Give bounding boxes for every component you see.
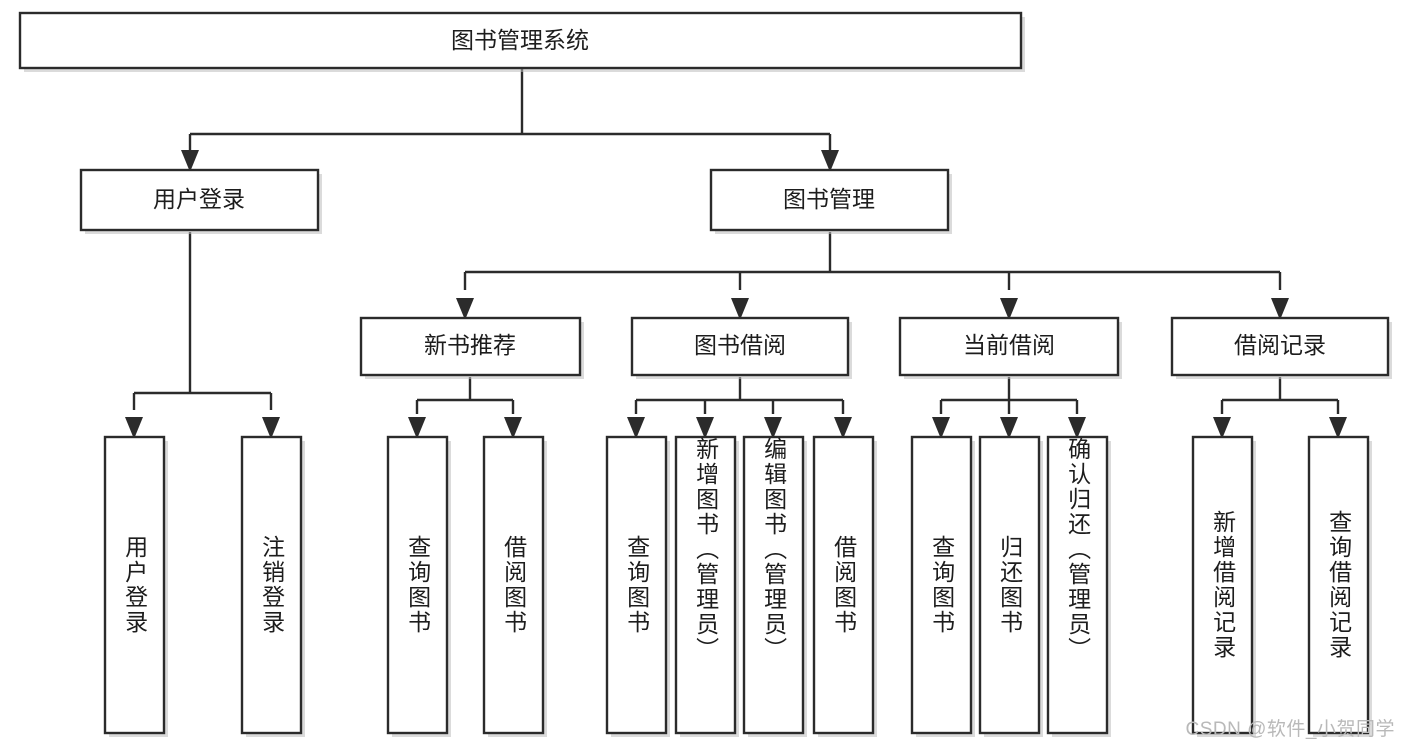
edges-layer	[132, 68, 1340, 414]
arrow-to-leaf-edit-book	[764, 417, 782, 439]
arrow-to-leaf-query-book-1	[408, 417, 426, 439]
arrow-to-leaf-query-book-2	[627, 417, 645, 439]
node-borrow-record-label: 借阅记录	[1234, 332, 1326, 358]
arrow-to-leaf-logout	[262, 417, 280, 439]
arrow-to-leaf-add-record	[1213, 417, 1231, 439]
node-leaf-logout[interactable]	[240, 435, 305, 737]
node-leaf-user-login[interactable]	[103, 435, 168, 737]
arrow-to-leaf-borrow-book-2	[834, 417, 852, 439]
arrow-to-leaf-query-record	[1329, 417, 1347, 439]
node-leaf-query-record[interactable]	[1307, 435, 1372, 737]
arrow-to-new-book-recommend	[456, 298, 474, 320]
arrow-to-leaf-confirm-return	[1068, 417, 1086, 439]
node-leaf-edit-book[interactable]	[742, 435, 807, 737]
node-leaf-borrow-book-2[interactable]	[812, 435, 877, 737]
node-borrow-record[interactable]: 借阅记录	[1170, 316, 1392, 379]
node-leaf-query-book-3[interactable]	[910, 435, 975, 737]
node-current-borrow[interactable]: 当前借阅	[898, 316, 1122, 379]
arrow-to-book-borrow	[731, 298, 749, 320]
leaf-boxes-layer	[103, 435, 1372, 737]
node-leaf-confirm-return[interactable]	[1046, 435, 1111, 737]
node-leaf-add-record[interactable]	[1191, 435, 1256, 737]
node-root[interactable]: 图书管理系统	[18, 11, 1025, 72]
node-leaf-borrow-book-1[interactable]	[482, 435, 547, 737]
arrow-to-leaf-return-book	[1000, 417, 1018, 439]
arrow-to-leaf-add-book	[696, 417, 714, 439]
node-root-label: 图书管理系统	[451, 27, 589, 53]
node-book-borrow-label: 图书借阅	[694, 332, 786, 358]
node-leaf-query-book-1[interactable]	[386, 435, 451, 737]
node-user-login-label: 用户登录	[153, 186, 245, 212]
arrow-to-leaf-user-login	[125, 417, 143, 439]
arrow-to-book-manage	[821, 150, 839, 172]
arrow-to-leaf-query-book-3	[932, 417, 950, 439]
node-book-borrow[interactable]: 图书借阅	[630, 316, 852, 379]
arrow-to-current-borrow	[1000, 298, 1018, 320]
node-user-login[interactable]: 用户登录	[79, 168, 322, 234]
node-leaf-add-book[interactable]	[674, 435, 739, 737]
node-new-book-recommend-label: 新书推荐	[424, 332, 516, 358]
watermark-text: CSDN @软件_小贺同学	[1185, 719, 1395, 740]
arrow-to-leaf-borrow-book-1	[504, 417, 522, 439]
node-current-borrow-label: 当前借阅	[963, 332, 1055, 358]
arrow-to-user-login	[181, 150, 199, 172]
node-book-manage[interactable]: 图书管理	[709, 168, 952, 234]
node-book-manage-label: 图书管理	[783, 186, 875, 212]
node-leaf-return-book[interactable]	[978, 435, 1043, 737]
node-new-book-recommend[interactable]: 新书推荐	[359, 316, 584, 379]
node-leaf-query-book-2[interactable]	[605, 435, 670, 737]
arrow-to-borrow-record	[1271, 298, 1289, 320]
